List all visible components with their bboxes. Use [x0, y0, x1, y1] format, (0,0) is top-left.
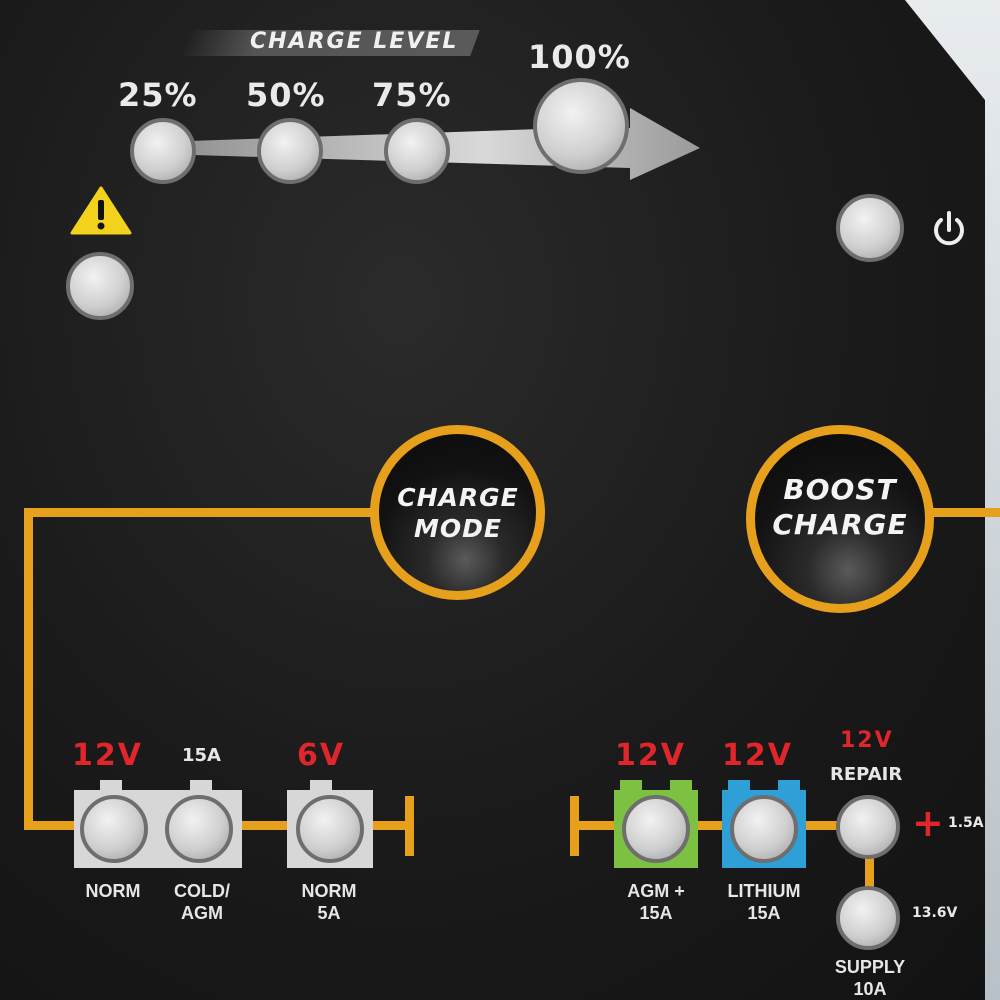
level-100-label: 100%	[528, 38, 631, 76]
power-led	[836, 194, 904, 262]
circuit-line-bottom-right	[570, 821, 870, 830]
tile-tab	[310, 780, 332, 792]
voltage-repair-label: 12V	[840, 728, 894, 753]
circuit-line-top-left	[24, 508, 380, 517]
repair-mode-led[interactable]	[836, 795, 900, 859]
voltage-12v-label: 12V	[72, 738, 143, 773]
tile-tab	[100, 780, 122, 792]
circuit-line-left-cap	[405, 796, 414, 856]
warning-triangle-icon	[70, 186, 132, 235]
plus-icon: +	[912, 801, 944, 845]
cold-agm-label: COLD/ AGM	[174, 881, 230, 923]
circuit-line-left-vertical	[24, 508, 33, 830]
level-50-led	[257, 118, 323, 184]
supply-voltage-label: 13.6V	[912, 905, 958, 921]
supply-mode-led[interactable]	[836, 886, 900, 950]
norm-5a-label: NORM 5A	[301, 881, 357, 923]
voltage-agm-label: 12V	[615, 738, 686, 773]
charge-mode-label: CHARGE MODE	[397, 483, 519, 543]
tile-tab	[620, 780, 642, 792]
circuit-line-boost-right	[925, 508, 1000, 517]
level-25-led	[130, 118, 196, 184]
level-50-label: 50%	[246, 76, 326, 114]
tile-tab	[778, 780, 800, 792]
power-icon[interactable]	[930, 210, 968, 250]
boost-charge-button[interactable]	[746, 425, 934, 613]
circuit-line-repair-supply	[865, 840, 874, 900]
agm-plus-mode-led[interactable]	[622, 795, 690, 863]
level-75-label: 75%	[372, 76, 452, 114]
lithium-label: LITHIUM 15A	[727, 881, 801, 923]
tile-tab	[190, 780, 212, 792]
norm-label: NORM	[85, 881, 141, 901]
tile-tab	[728, 780, 750, 792]
agm-plus-label: AGM + 15A	[627, 881, 685, 923]
current-15a-label: 15A	[182, 745, 221, 766]
repair-label: REPAIR	[830, 764, 903, 785]
lithium-mode-led[interactable]	[730, 795, 798, 863]
level-75-led	[384, 118, 450, 184]
voltage-lithium-label: 12V	[722, 738, 793, 773]
boost-charge-label: BOOST CHARGE	[772, 473, 908, 541]
level-100-led	[533, 78, 629, 174]
charge-level-title: CHARGE LEVEL	[250, 29, 459, 54]
supply-label: SUPPLY 10A	[834, 957, 906, 999]
voltage-6v-label: 6V	[297, 738, 346, 773]
norm-mode-led[interactable]	[80, 795, 148, 863]
charge-mode-button[interactable]	[370, 425, 545, 600]
norm-5a-mode-led[interactable]	[296, 795, 364, 863]
tile-tab	[670, 780, 692, 792]
repair-current-label: 1.5A	[948, 815, 984, 831]
level-25-label: 25%	[118, 76, 198, 114]
warning-led	[66, 252, 134, 320]
cold-agm-mode-led[interactable]	[165, 795, 233, 863]
